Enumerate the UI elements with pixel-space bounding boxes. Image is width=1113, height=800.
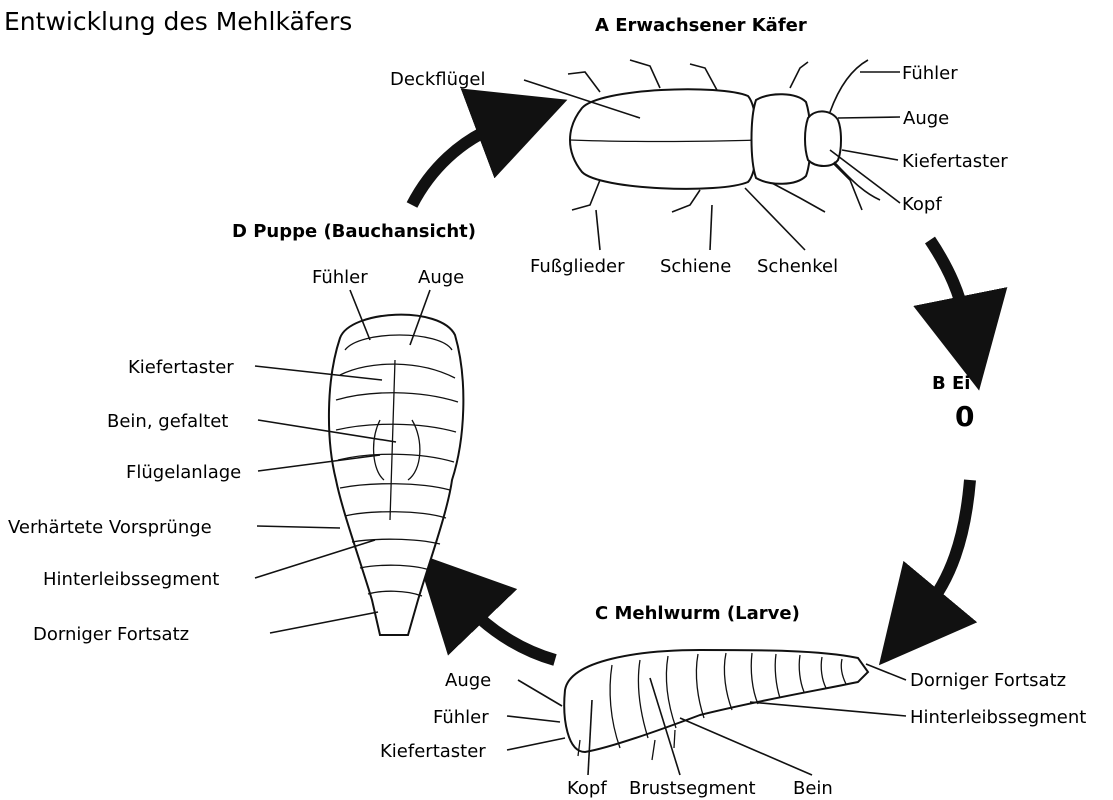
label-larva-brustsegment: Brustsegment xyxy=(629,778,756,799)
label-pupa-fuehler: Fühler xyxy=(312,267,368,288)
pupa-illustration xyxy=(329,315,463,635)
diagram-title: Entwicklung des Mehlkäfers xyxy=(4,7,352,36)
adult-beetle-illustration xyxy=(568,60,880,212)
label-deckfluegel: Deckflügel xyxy=(390,69,486,90)
label-schenkel: Schenkel xyxy=(757,256,838,277)
label-schiene: Schiene xyxy=(660,256,731,277)
label-beetle-kopf: Kopf xyxy=(902,194,942,215)
label-pupa-kiefertaster: Kiefertaster xyxy=(128,357,234,378)
cycle-arrows xyxy=(412,125,970,660)
label-larva-kopf: Kopf xyxy=(567,778,607,799)
label-pupa-auge: Auge xyxy=(418,267,464,288)
stage-c-heading: C Mehlwurm (Larve) xyxy=(595,603,800,624)
stage-d-heading: D Puppe (Bauchansicht) xyxy=(232,221,476,242)
label-beetle-fuehler: Fühler xyxy=(902,63,958,84)
label-larva-kiefertaster: Kiefertaster xyxy=(380,741,486,762)
label-larva-auge: Auge xyxy=(445,670,491,691)
label-fussglieder: Fußglieder xyxy=(530,256,625,277)
label-pupa-vorspruenge: Verhärtete Vorsprünge xyxy=(8,517,212,538)
stage-b-heading: B Ei xyxy=(932,373,970,394)
label-pupa-fluegelanlage: Flügelanlage xyxy=(126,462,241,483)
label-larva-bein: Bein xyxy=(793,778,833,799)
label-larva-fuehler: Fühler xyxy=(433,707,489,728)
label-larva-fortsatz: Dorniger Fortsatz xyxy=(910,670,1066,691)
stage-a-heading: A Erwachsener Käfer xyxy=(595,15,807,36)
label-pupa-segment: Hinterleibssegment xyxy=(43,569,219,590)
label-pupa-bein: Bein, gefaltet xyxy=(107,411,228,432)
label-larva-segment: Hinterleibssegment xyxy=(910,707,1086,728)
larva-illustration xyxy=(564,650,868,760)
label-beetle-auge: Auge xyxy=(903,108,949,129)
label-pupa-fortsatz: Dorniger Fortsatz xyxy=(33,624,189,645)
egg-symbol: 0 xyxy=(955,400,974,433)
label-beetle-kiefertaster: Kiefertaster xyxy=(902,151,1008,172)
